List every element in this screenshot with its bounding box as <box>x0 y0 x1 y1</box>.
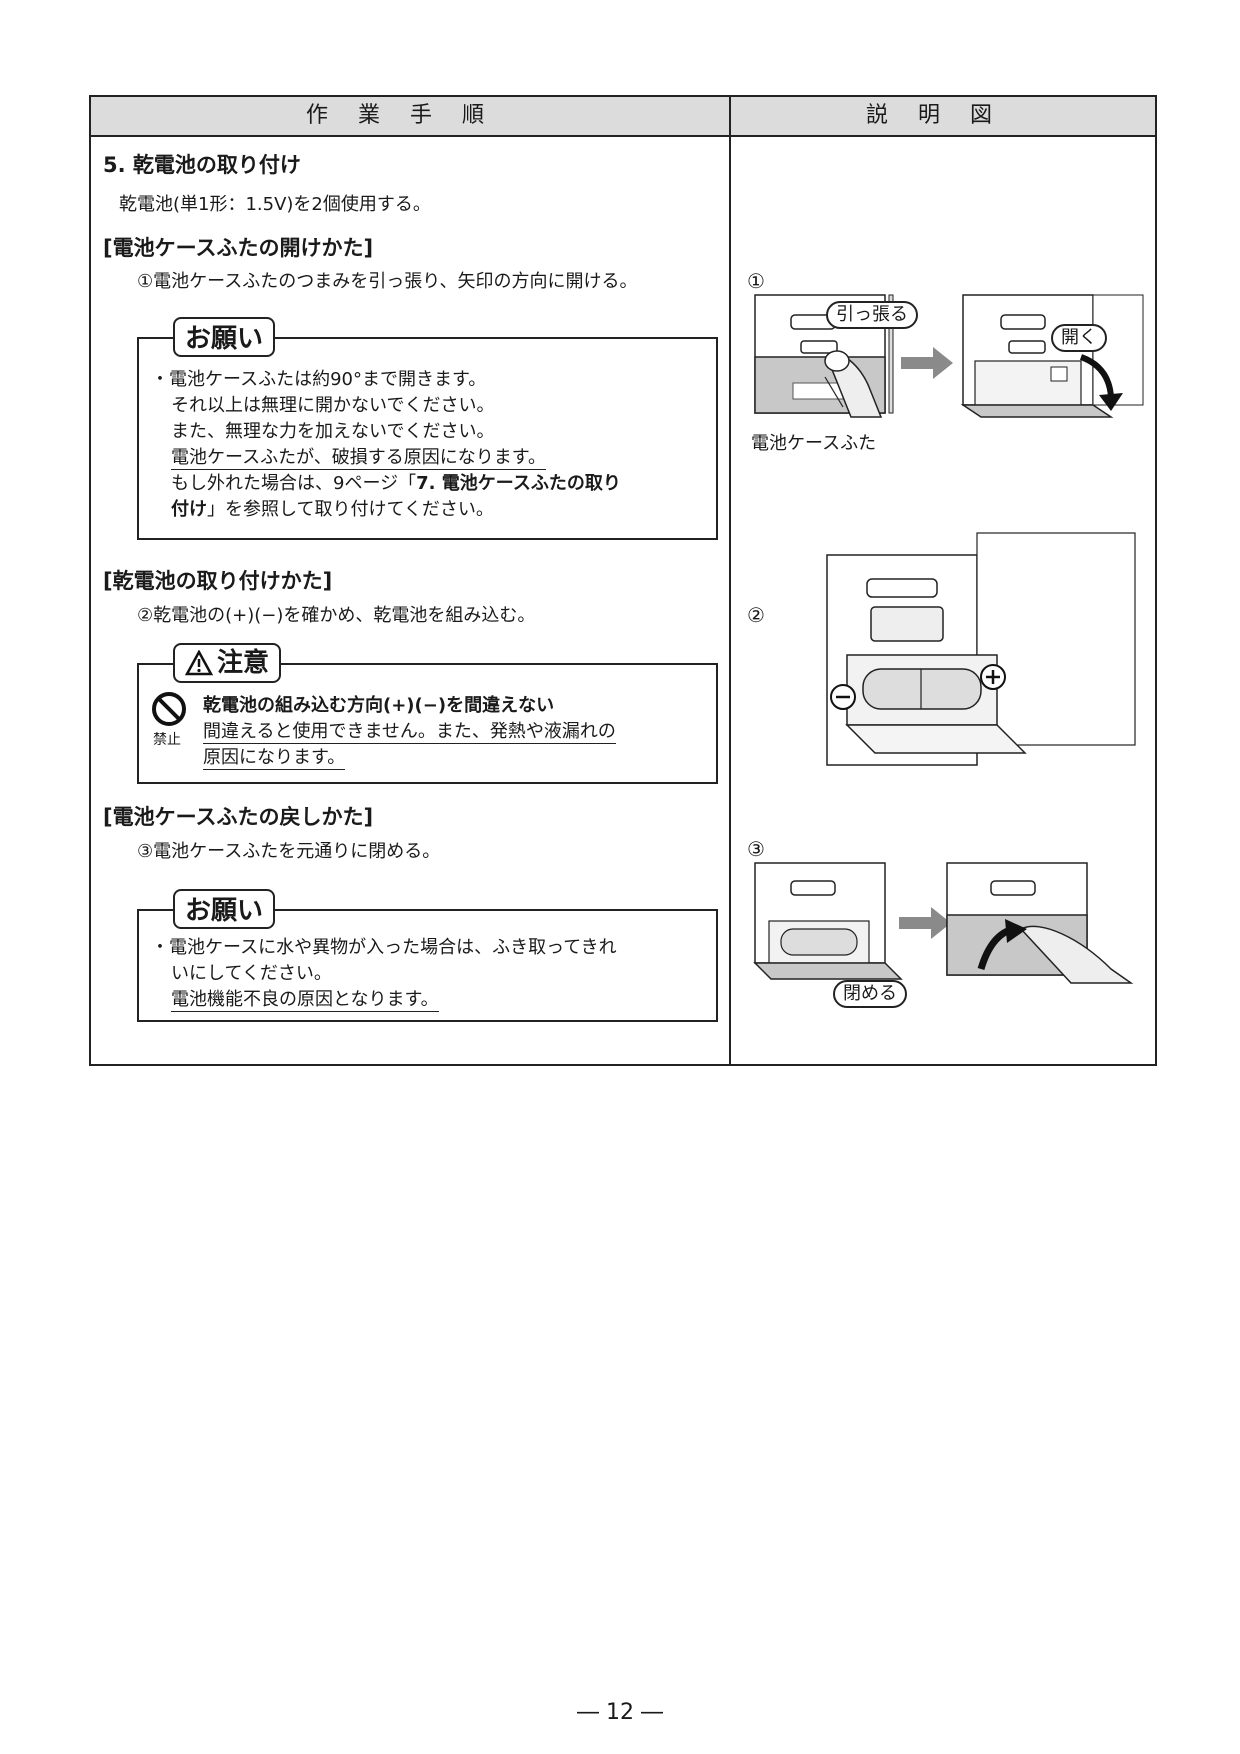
column-divider <box>729 97 731 1064</box>
caution-line: 間違えると使用できません。また、発熱や液漏れの <box>203 721 616 744</box>
request-tag-close: お願い <box>173 889 276 929</box>
table-header: 作業手順 説明図 <box>91 97 1155 137</box>
open-heading: [電池ケースふたの開けかた] <box>103 236 374 260</box>
section-intro: 乾電池(単1形：1.5V)を2個使用する。 <box>119 194 431 215</box>
figure-2-number: ② <box>747 603 765 627</box>
close-label: 閉める <box>833 980 907 1008</box>
note-ref-title: 7. 電池ケースふたの取り <box>416 473 621 494</box>
note-line: もし外れた場合は、9ページ「7. 電池ケースふたの取り <box>171 471 621 497</box>
prohibit-label: 禁止 <box>153 732 181 748</box>
note-line-underlined: 電池機能不良の原因となります。 <box>171 989 439 1012</box>
note-line: また、無理な力を加えないでください。 <box>171 421 495 442</box>
caution-title: 乾電池の組み込む方向(+)(−)を間違えない <box>203 695 555 716</box>
close-heading: [電池ケースふたの戻しかた] <box>103 805 374 829</box>
open-step: ①電池ケースふたのつまみを引っ張り、矢印の方向に開ける。 <box>137 271 638 292</box>
caution-tag: 注意 <box>173 643 282 683</box>
note-line: それ以上は無理に開かないでください。 <box>171 395 495 416</box>
figure-1-number: ① <box>747 269 765 293</box>
note-ref-suffix: 」を参照して取り付けてください。 <box>207 499 494 520</box>
figure-3-number: ③ <box>747 837 765 861</box>
open-label: 開く <box>1051 324 1107 352</box>
page-number: ― 12 ― <box>577 1700 663 1725</box>
header-illustration: 説明図 <box>865 103 1022 128</box>
header-procedure: 作業手順 <box>305 103 514 128</box>
note-line: ・電池ケースふたは約90°まで開きます。 <box>151 369 487 390</box>
caution-box: 禁止 乾電池の組み込む方向(+)(−)を間違えない 間違えると使用できません。ま… <box>137 663 718 784</box>
caution-tag-label: 注意 <box>217 648 270 678</box>
note-line: 付け」を参照して取り付けてください。 <box>171 497 494 523</box>
install-heading: [乾電池の取り付けかた] <box>103 569 333 593</box>
figure-3-close-cover <box>753 862 1134 984</box>
figure-2-battery-install <box>826 532 1136 766</box>
figure-1-open-cover <box>754 294 1144 418</box>
note-ref-prefix: もし外れた場合は、9ページ「 <box>171 473 417 494</box>
close-step: ③電池ケースふたを元通りに閉める。 <box>137 841 441 862</box>
note-line: ・電池ケースに水や異物が入った場合は、ふき取ってきれ <box>151 937 617 958</box>
request-tag-open: お願い <box>173 317 276 357</box>
prohibit-icon <box>152 692 186 726</box>
warning-triangle-icon <box>185 650 213 676</box>
note-ref-title-end: 付け <box>171 499 207 520</box>
pull-label: 引っ張る <box>826 301 918 329</box>
section-title: 5. 乾電池の取り付け <box>103 153 301 177</box>
cover-caption: 電池ケースふた <box>751 433 877 454</box>
note-line-underlined: 電池ケースふたが、破損する原因になります。 <box>171 447 546 470</box>
note-line: いにしてください。 <box>171 963 332 984</box>
request-box-open: ・電池ケースふたは約90°まで開きます。 それ以上は無理に開かないでください。 … <box>137 337 718 540</box>
procedure-table: 作業手順 説明図 5. 乾電池の取り付け 乾電池(単1形：1.5V)を2個使用す… <box>89 95 1157 1066</box>
install-step: ②乾電池の(+)(−)を確かめ、乾電池を組み込む。 <box>137 605 536 626</box>
caution-line: 原因になります。 <box>203 747 346 770</box>
